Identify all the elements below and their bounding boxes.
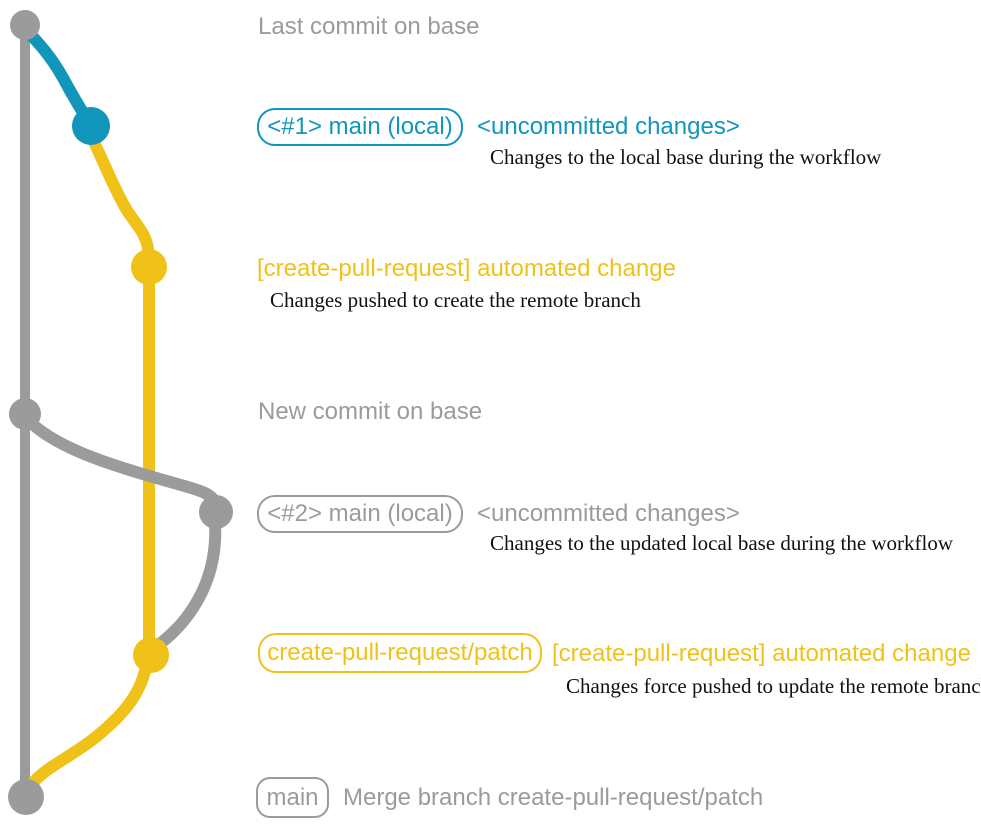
branch-box-create-pull-request-patch: create-pull-request/patch [258,633,542,673]
uncommitted-changes-note-2: <uncommitted changes> [477,500,740,527]
branch-box-main-local-2-label: <#2> main (local) [267,500,453,527]
git-graph [8,10,233,815]
heading-last-commit-on-base: Last commit on base [258,13,480,40]
branch-box-main-local-2: <#2> main (local) [257,495,463,533]
merge-commit-node [8,779,44,815]
commit-message-automated-change-2: [create-pull-request] automated change [552,640,971,667]
rebase-line [147,517,222,656]
branch-box-main-label: main [266,783,319,811]
heading-new-commit-on-base: New commit on base [258,398,483,425]
uncommitted-changes-note-1: <uncommitted changes> [477,113,740,140]
local-commit-2-node [199,495,233,529]
local-commit-1-node [72,107,110,145]
uncommitted-changes-desc-2: Changes to the updated local base during… [490,531,954,555]
uncommitted-changes-desc-1: Changes to the local base during the wor… [490,145,882,169]
commit-message-automated-change-1: [create-pull-request] automated change [257,255,676,282]
new-base-commit-node [9,398,41,430]
merge-commit-message: Merge branch create-pull-request/patch [343,784,764,811]
commit-desc-pushed-create: Changes pushed to create the remote bran… [270,288,641,312]
remote-branch-commit-1-node [131,249,167,285]
branch-box-main-local-1-label: <#1> main (local) [267,113,453,140]
updated-local-main-branch-line [21,413,222,511]
local-main-branch-line [21,25,95,128]
branch-box-main: main [256,777,329,818]
commit-desc-force-pushed: Changes force pushed to update the remot… [566,674,981,698]
branch-box-create-pull-request-patch-label: create-pull-request/patch [267,639,533,666]
base-tip-commit-node [10,10,40,40]
remote-branch-commit-2-node [133,637,169,673]
branch-box-main-local-1: <#1> main (local) [257,108,463,146]
